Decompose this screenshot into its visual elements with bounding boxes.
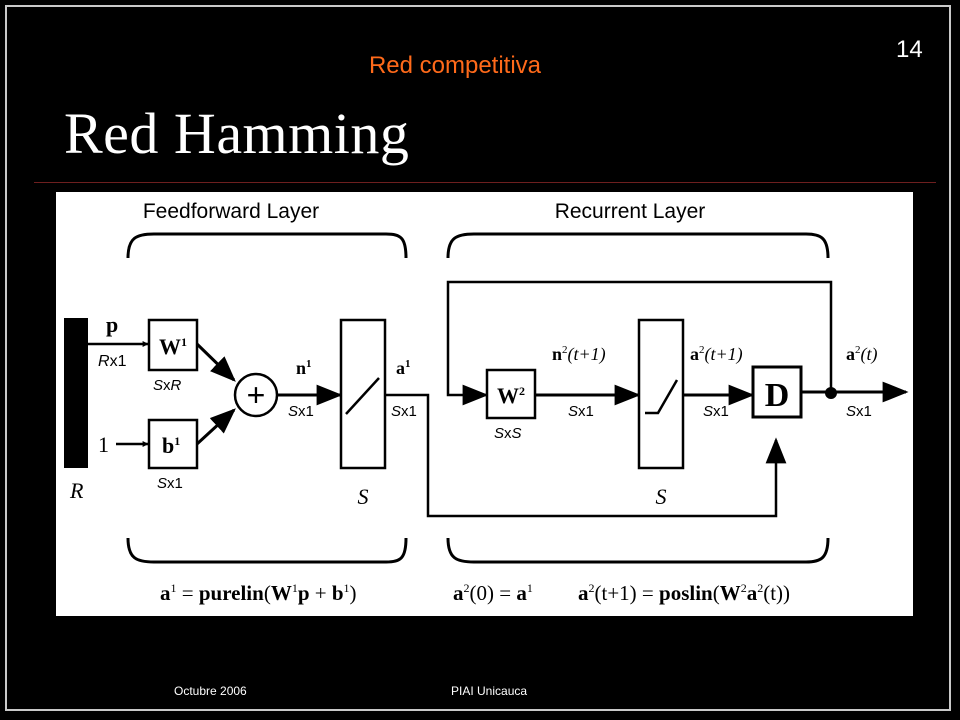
w1-to-sum-arrow: [195, 342, 236, 382]
feedback-junction-dot: [825, 387, 837, 399]
footer-date: Octubre 2006: [174, 684, 247, 698]
n2-label: n2(t+1): [552, 344, 606, 365]
slide-subtitle: Red competitiva: [368, 52, 542, 79]
sum-symbol: +: [247, 377, 266, 413]
recurrent-layer-label: Recurrent Layer: [555, 200, 706, 223]
slide-frame: [5, 5, 951, 711]
slide-number: 14: [896, 36, 923, 63]
a2-output-label: a2(t): [846, 344, 878, 365]
w1-dims: SxR: [153, 377, 182, 394]
poslin-size-label: S: [656, 484, 667, 509]
input-bar-label: R: [69, 478, 84, 503]
title-divider: [34, 182, 936, 183]
delay-box: [751, 365, 803, 419]
input-p-label: p: [106, 312, 118, 337]
input-vector-bar: [64, 318, 88, 468]
recurrent-feedback-loop: [446, 280, 833, 406]
purelin-icon: [345, 377, 380, 415]
b1-to-sum-arrow: [195, 408, 236, 446]
b1-bias-box: [147, 418, 199, 470]
slide-title: Red Hamming: [64, 101, 410, 166]
a2-output-dims: Sx1: [846, 403, 872, 420]
a1-initial-condition-path: [385, 393, 787, 518]
delay-label: D: [765, 377, 790, 414]
poslin-icon: [645, 379, 679, 415]
initial-condition-equation: a2(0) = a1: [453, 581, 533, 605]
feedforward-equation: a1 = purelin(W1p + b1): [160, 581, 357, 605]
w2-weight-box: [485, 368, 537, 420]
purelin-size-label: S: [358, 484, 369, 509]
poslin-transfer-box: [637, 318, 685, 470]
w1-weight-box: [147, 318, 199, 372]
n1-dims: Sx1: [288, 403, 314, 420]
feedforward-top-brace: [126, 232, 408, 259]
b1-dims: Sx1: [157, 475, 183, 492]
recurrent-equation: a2(t+1) = poslin(W2a2(t)): [578, 581, 790, 605]
b1-label: b1: [162, 433, 180, 458]
a1-dims: Sx1: [391, 403, 417, 420]
a2-next-label: a2(t+1): [690, 344, 743, 365]
footer-institution: PIAI Unicauca: [451, 684, 528, 698]
n1-label: n1: [296, 358, 312, 378]
feedforward-bottom-brace: [126, 537, 408, 564]
w1-label: W1: [159, 334, 187, 359]
a1-label: a1: [396, 358, 411, 378]
a2-next-dims: Sx1: [703, 403, 729, 420]
w2-label: W2: [497, 383, 525, 408]
hamming-network-diagram: Feedforward Layer Recurrent Layer R p Rx…: [56, 192, 913, 616]
n2-dims: Sx1: [568, 403, 594, 420]
bias-input-label: 1: [98, 432, 109, 457]
w2-dims: SxS: [494, 425, 522, 442]
recurrent-top-brace: [446, 232, 830, 259]
recurrent-bottom-brace: [446, 537, 830, 564]
feedforward-layer-label: Feedforward Layer: [143, 200, 319, 223]
input-p-dims: Rx1: [98, 353, 127, 370]
